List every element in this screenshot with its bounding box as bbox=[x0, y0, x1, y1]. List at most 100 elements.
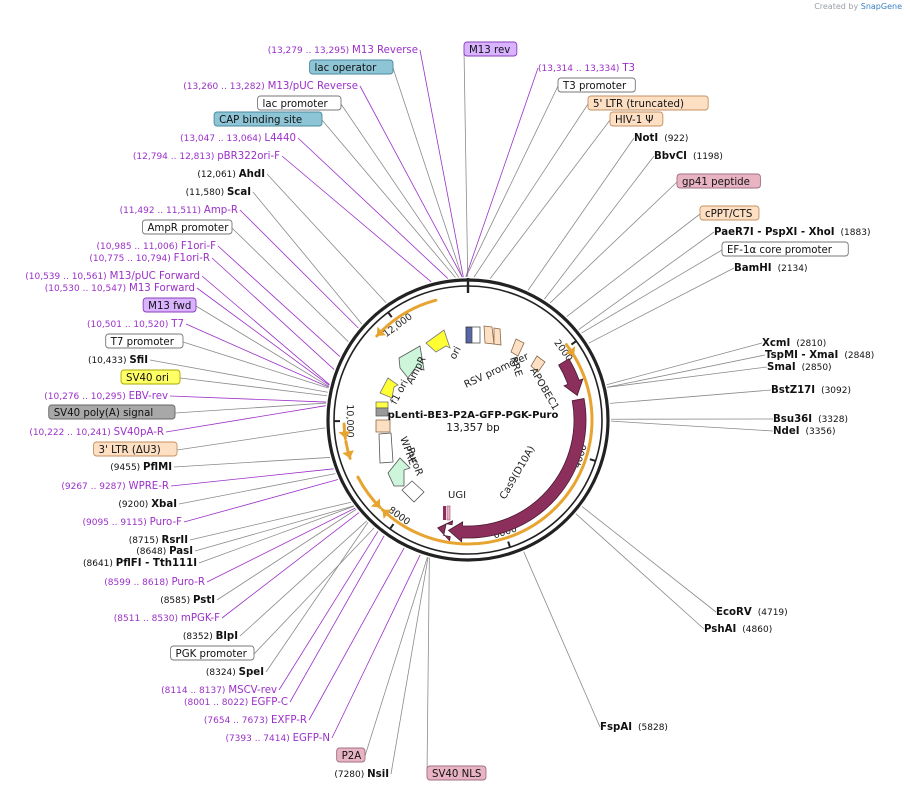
leader-line bbox=[607, 366, 768, 388]
leader-line bbox=[253, 527, 375, 655]
leader-line bbox=[169, 395, 327, 403]
site-position: (8585) bbox=[160, 596, 193, 606]
site-label: (8352) BlpI bbox=[183, 631, 238, 642]
primer-range: (10,501 .. 10,520) bbox=[87, 320, 171, 330]
wpre-box bbox=[378, 432, 394, 464]
label-text: AmpR promoter bbox=[147, 223, 229, 234]
leader-line bbox=[182, 341, 329, 389]
primer-label: (8511 .. 8530) mPGK-F bbox=[114, 613, 220, 624]
site-name: BbvCI bbox=[654, 151, 687, 162]
site-label: (10,433) SfiI bbox=[88, 355, 148, 366]
label-text: CAP binding site bbox=[219, 115, 302, 126]
label-pgk-promoter: PGK promoter bbox=[170, 645, 255, 661]
leader-line bbox=[289, 535, 385, 703]
primer-range: (10,222 .. 10,241) bbox=[29, 428, 113, 438]
site-position: (11,580) bbox=[186, 188, 227, 198]
leader-line bbox=[281, 155, 432, 283]
site-label: (8715) RsrII bbox=[129, 535, 188, 546]
ampr-arrow bbox=[398, 345, 425, 379]
primer-label: (10,985 .. 11,006) F1ori-F bbox=[97, 241, 217, 252]
primer-name: EBV-rev bbox=[129, 391, 168, 402]
label-bamhi: BamHI(2134) bbox=[734, 263, 808, 274]
leader-line bbox=[606, 342, 763, 386]
tick-label: 10,000 bbox=[344, 404, 355, 437]
label-text: cPPT/CTS bbox=[705, 209, 752, 220]
label-box bbox=[463, 41, 518, 57]
label-l4440: (13,047 .. 13,064) L4440 bbox=[180, 133, 296, 144]
primer-name: M13/pUC Forward bbox=[110, 271, 200, 282]
leader-line bbox=[189, 501, 352, 541]
puror-arrow bbox=[387, 457, 411, 487]
primer-label: (12,794 .. 12,813) pBR322ori-F bbox=[133, 151, 280, 162]
leader-line bbox=[364, 557, 428, 757]
label-box bbox=[336, 747, 366, 763]
primer-name: pBR322ori-F bbox=[217, 151, 280, 162]
label-m13-puc-reverse: (13,260 .. 13,282) M13/pUC Reverse bbox=[183, 81, 358, 92]
label-amp-r: (11,492 .. 11,511) Amp-R bbox=[120, 205, 238, 216]
primer-label: (10,530 .. 10,547) M13 Forward bbox=[45, 283, 195, 294]
leader-line bbox=[217, 245, 341, 357]
site-position: (1198) bbox=[693, 152, 723, 162]
label-text: lac promoter bbox=[263, 99, 329, 110]
site-position: (8641) bbox=[83, 559, 116, 569]
site-name: PshAI bbox=[704, 624, 736, 635]
label-ampr-promoter: AmpR promoter bbox=[141, 219, 233, 235]
primer-name: WPRE-R bbox=[129, 481, 170, 492]
site-name: TspMI - XmaI bbox=[765, 350, 838, 361]
leader-line bbox=[266, 173, 387, 304]
snapgene-credit: Created by SnapGene bbox=[814, 2, 902, 11]
site-name: SmaI bbox=[767, 362, 796, 373]
site-name: NdeI bbox=[773, 426, 800, 437]
label-sv40-ori: SV40 ori bbox=[120, 369, 181, 385]
label-gp41-peptide: gp41 peptide bbox=[676, 173, 761, 189]
site-name: ScaI bbox=[227, 187, 251, 198]
label-noti: NotI(922) bbox=[634, 133, 688, 144]
primer-range: (10,276 .. 10,295) bbox=[44, 392, 128, 402]
primer-label: (13,279 .. 13,295) M13 Reverse bbox=[268, 45, 418, 56]
leader-line bbox=[392, 67, 463, 278]
leader-line bbox=[185, 323, 329, 388]
primer-label: (9267 .. 9287) WPRE-R bbox=[61, 481, 169, 492]
label-spei: (8324) SpeI bbox=[206, 667, 264, 678]
leader-line bbox=[265, 522, 369, 673]
leader-line bbox=[566, 213, 701, 317]
label-pbr322ori-f: (12,794 .. 12,813) pBR322ori-F bbox=[133, 151, 280, 162]
site-position: (8648) bbox=[136, 547, 169, 557]
rre-box bbox=[510, 338, 525, 357]
leader-line bbox=[607, 354, 766, 388]
site-name: PasI bbox=[169, 546, 193, 557]
leader-line bbox=[179, 377, 328, 397]
leader-line bbox=[231, 227, 349, 342]
label-xcmi: XcmI(2810) bbox=[762, 338, 826, 349]
label-f1ori-f: (10,985 .. 11,006) F1ori-F bbox=[97, 241, 217, 252]
site-label: PaeR7I - PspXI - XhoI(1883) bbox=[714, 227, 870, 238]
site-name: BlpI bbox=[216, 631, 238, 642]
site-name: SpeI bbox=[239, 667, 264, 678]
label-pshai: PshAI(4860) bbox=[704, 624, 772, 635]
label-hiv-1: HIV-1 Ψ bbox=[609, 111, 664, 127]
pgk-box bbox=[401, 480, 425, 503]
apobec1-cds-arrow bbox=[558, 358, 584, 397]
primer-name: T3 bbox=[621, 63, 635, 74]
primer-range: (11,492 .. 11,511) bbox=[120, 206, 204, 216]
label-smai: SmaI(2850) bbox=[767, 362, 832, 373]
label-lac-operator: lac operator bbox=[309, 59, 394, 75]
primer-label: (7654 .. 7673) EXFP-R bbox=[204, 715, 307, 726]
label-fspai: FspAI(5828) bbox=[600, 722, 668, 733]
primer-label: (13,314 .. 13,334) T3 bbox=[538, 63, 635, 74]
leader-line bbox=[588, 267, 735, 344]
site-label: (8585) PstI bbox=[160, 595, 215, 606]
site-position: (7280) bbox=[334, 770, 367, 780]
label-text: T3 promoter bbox=[562, 81, 627, 92]
primer-label: (10,222 .. 10,241) SV40pA-R bbox=[29, 427, 164, 438]
site-name: Bsu36I bbox=[773, 414, 812, 425]
plasmid-length: 13,357 bp bbox=[446, 422, 500, 434]
leader-line bbox=[465, 67, 539, 278]
primer-range: (13,279 .. 13,295) bbox=[268, 46, 352, 56]
cas9-label: Cas9(D10A) bbox=[498, 444, 537, 501]
site-label: FspAI(5828) bbox=[600, 722, 668, 733]
label-box bbox=[721, 241, 849, 257]
site-position: (3356) bbox=[806, 427, 836, 437]
leader-line bbox=[198, 505, 355, 564]
